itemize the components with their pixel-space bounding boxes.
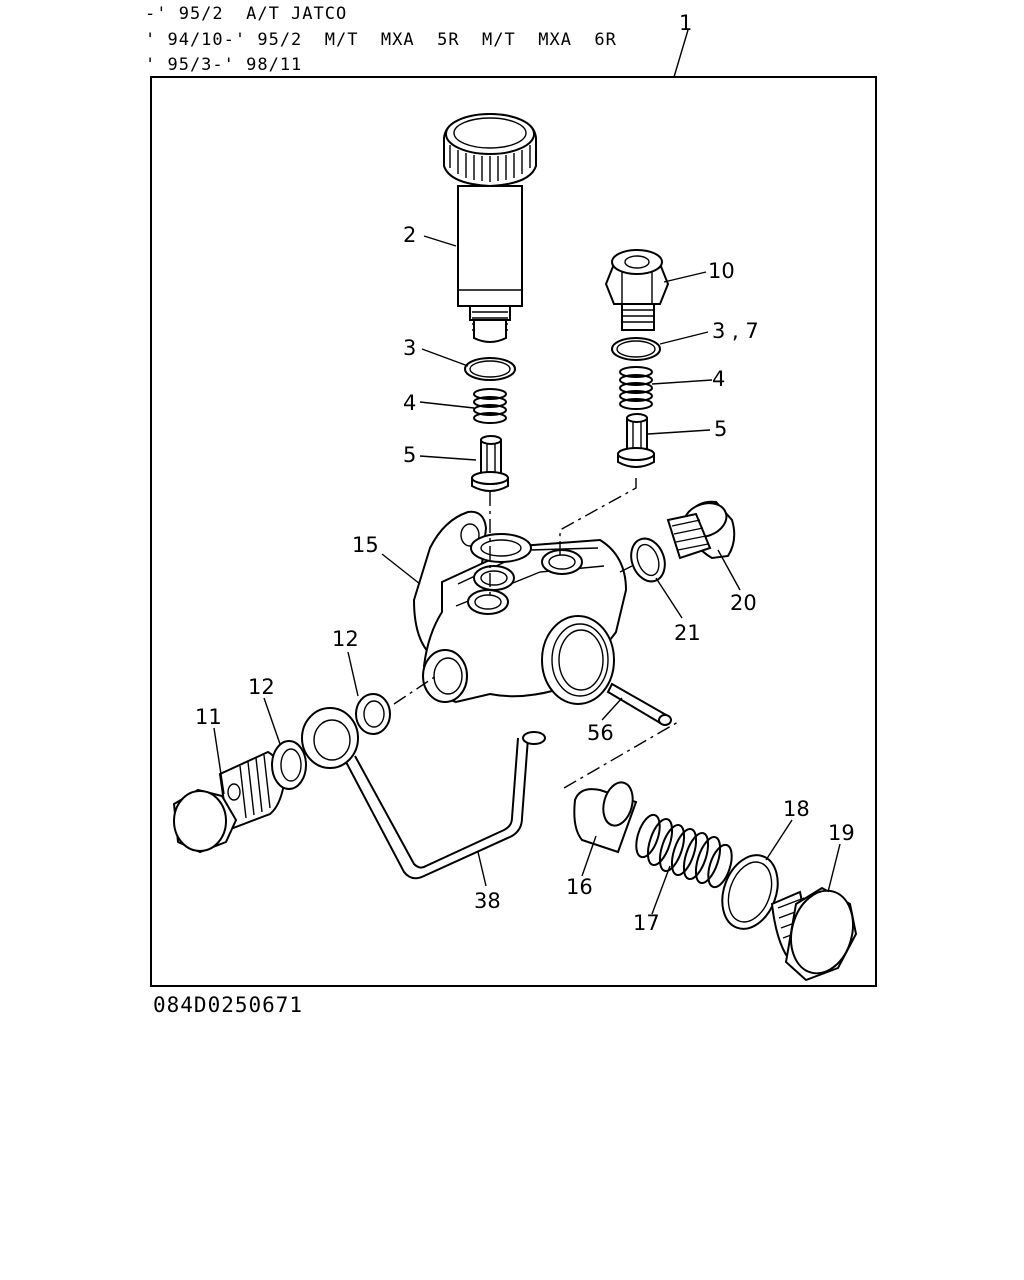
part-19-plug (770, 886, 858, 982)
callout-19: 19 (828, 821, 855, 845)
callout-20: 20 (730, 591, 757, 615)
callout-56: 56 (587, 721, 614, 745)
part-17-spring (635, 813, 733, 889)
part-11-banjo-bolt (172, 750, 286, 854)
callout-38: 38 (474, 889, 501, 913)
callout-15: 15 (352, 533, 379, 557)
callout-2: 2 (403, 223, 416, 247)
part-10-hex-fitting (604, 249, 670, 331)
header-line-2: ' 94/10-' 95/2 M/T MXA 5R M/T MXA 6R (145, 30, 617, 50)
part-3-o-ring (464, 357, 516, 381)
callout-11: 11 (195, 705, 222, 729)
callout-4-left: 4 (403, 391, 416, 415)
part-20-plug (666, 500, 736, 560)
part-2-priming-pump (443, 112, 537, 343)
callout-17: 17 (633, 911, 660, 935)
part-15-pump-body (412, 510, 628, 705)
callout-5-left: 5 (403, 443, 416, 467)
part-5-valve-right (617, 413, 655, 468)
part-16-sleeve (573, 781, 638, 854)
part-12-washer-right (355, 693, 391, 735)
callout-1: 1 (679, 11, 692, 35)
callout-12-left: 12 (248, 675, 275, 699)
callout-12-right: 12 (332, 627, 359, 651)
callout-5-right: 5 (714, 417, 727, 441)
part-56-pin (606, 682, 672, 726)
callout-4-right: 4 (712, 367, 725, 391)
callout-3-7: 3 , 7 (712, 319, 759, 343)
header-line-1: -' 95/2 A/T JATCO (145, 4, 348, 24)
part-38-fuel-pipe (301, 707, 546, 880)
diagram-frame (150, 76, 877, 987)
leader-lines (213, 29, 841, 915)
callout-3: 3 (403, 336, 416, 360)
part-18-gasket (721, 854, 779, 930)
callout-10: 10 (708, 259, 735, 283)
part-4-spring-left (473, 388, 507, 424)
part-5-valve-left (471, 435, 509, 492)
callout-21: 21 (674, 621, 701, 645)
part-4-spring-right (619, 366, 653, 410)
callout-16: 16 (566, 875, 593, 899)
part-21-washer (630, 537, 666, 583)
header-line-3: ' 95/3-' 98/11 (145, 55, 303, 75)
assembly-lines (393, 478, 679, 789)
callout-18: 18 (783, 797, 810, 821)
diagram-code: 084D0250671 (153, 993, 304, 1017)
